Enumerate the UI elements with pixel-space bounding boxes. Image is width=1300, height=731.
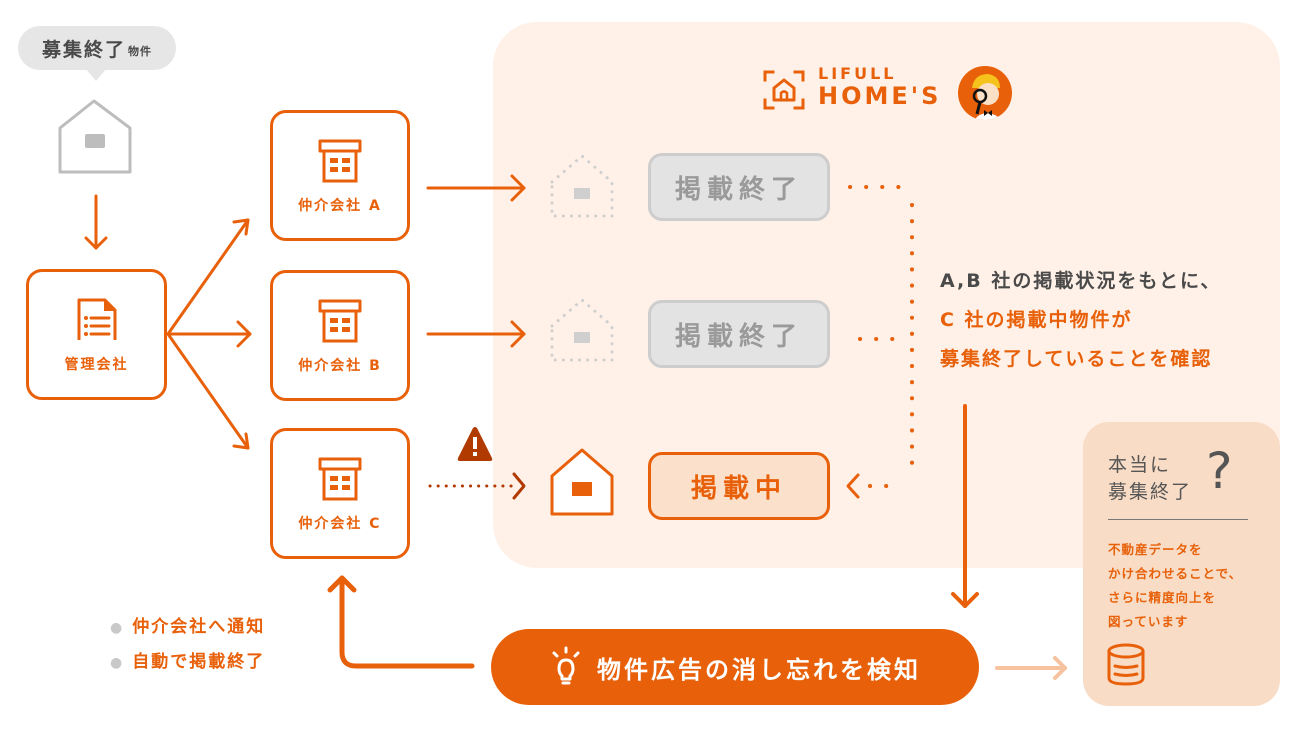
broker-node-a: 仲介会社 A [270, 110, 410, 241]
status-badge-c: 掲載中 [648, 452, 830, 520]
document-list-icon [77, 298, 116, 340]
explanation-text: A,B 社の掲載状況をもとに、 C 社の掲載中物件が 募集終了していることを確認 [940, 262, 1221, 379]
status-text-b: 掲載終了 [674, 321, 803, 352]
explanation-line2: C 社の掲載中物件が [940, 309, 1133, 331]
arrow-broker-b-to-listing [426, 320, 526, 348]
card-title: 本当に 募集終了 [1108, 452, 1192, 506]
status-badge-a: 掲載終了 [648, 153, 830, 221]
broker-node-b: 仲介会社 B [270, 270, 410, 401]
detection-label: 物件広告の消し忘れを検知 [597, 655, 921, 684]
management-company-node: 管理会社 [26, 269, 167, 400]
house-icon-active-c [550, 448, 614, 516]
explanation-line3: 募集終了していることを確認 [940, 348, 1213, 370]
card-title-line2: 募集終了 [1108, 481, 1193, 503]
status-text-a: 掲載終了 [674, 174, 803, 205]
store-icon [318, 139, 362, 182]
detection-pill: 物件広告の消し忘れを検知 [491, 629, 979, 705]
card-body-line: かけ合わせることで、 [1108, 566, 1243, 581]
warning-triangle-icon [457, 427, 493, 461]
action-list: ●仲介会社へ通知 ●自動で掲載終了 [110, 610, 265, 680]
management-company-label: 管理会社 [64, 356, 129, 373]
bubble-tail [86, 69, 106, 81]
question-mark-icon: ? [1206, 442, 1233, 500]
lifull-homes-logo-icon [763, 70, 805, 110]
lifull-homes-logo-text: LIFULL HOME'S [818, 64, 942, 110]
action-text: 自動で掲載終了 [132, 652, 266, 672]
house-icon-dotted-b [550, 298, 614, 362]
status-badge-b: 掲載終了 [648, 300, 830, 368]
action-text: 仲介会社へ通知 [132, 617, 266, 637]
accuracy-card [1083, 422, 1280, 706]
arrow-down-to-management [84, 194, 108, 250]
arrow-broker-a-to-listing [426, 174, 526, 202]
logo-line2: HOME'S [818, 82, 942, 110]
lightbulb-icon [552, 646, 580, 685]
bubble-suffix-text: 物件 [128, 45, 152, 58]
ended-property-bubble: 募集終了 物件 [18, 26, 176, 70]
arrow-down-to-detection [951, 404, 979, 608]
dotted-arrow-broker-c-to-listing [428, 472, 526, 500]
status-text-c: 掲載中 [690, 473, 787, 504]
broker-node-c: 仲介会社 C [270, 428, 410, 559]
dotted-connector-ab-to-c [846, 185, 914, 499]
management-to-brokers-arrows [166, 218, 252, 450]
house-icon-dotted-a [550, 154, 614, 218]
broker-label-c: 仲介会社 C [298, 515, 382, 532]
bubble-main-text: 募集終了 [41, 38, 126, 61]
logo-line1: LIFULL [818, 64, 897, 83]
detective-mascot-icon [958, 66, 1012, 120]
explanation-line1: A,B 社の掲載状況をもとに、 [940, 270, 1222, 292]
action-item: ●仲介会社へ通知 [110, 617, 266, 637]
broker-label-a: 仲介会社 A [298, 197, 382, 214]
card-body: 不動産データを かけ合わせることで、 さらに精度向上を 図っています [1108, 538, 1242, 634]
card-body-line: 不動産データを [1108, 542, 1203, 557]
broker-label-b: 仲介会社 B [298, 357, 382, 374]
database-icon [1107, 643, 1145, 686]
arrow-detection-to-broker-c [327, 575, 475, 669]
card-body-line: さらに精度向上を [1108, 590, 1217, 605]
action-item: ●自動で掲載終了 [110, 652, 266, 672]
store-icon [318, 299, 362, 342]
house-icon-gray [58, 99, 132, 174]
card-divider [1108, 519, 1248, 520]
card-title-line1: 本当に [1108, 454, 1172, 476]
arrow-detection-to-card [995, 656, 1067, 680]
card-body-line: 図っています [1108, 614, 1189, 629]
store-icon [318, 457, 362, 500]
